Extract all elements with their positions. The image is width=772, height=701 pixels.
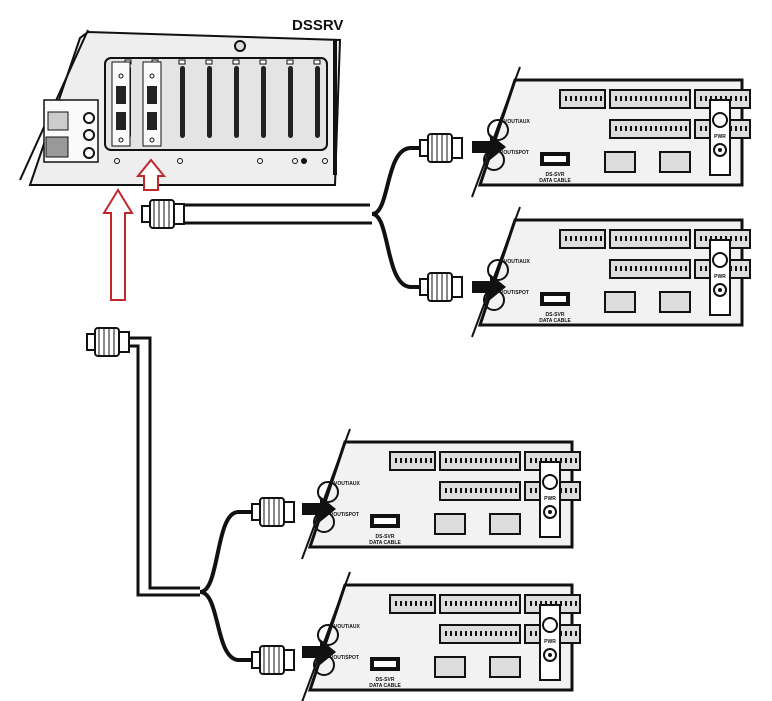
device-label-data-cable-line1: DS-SVR [376,677,395,683]
device-label-data-cable-line2: DATA CABLE [539,318,571,324]
device-label-vout-spot: VOUT/SPOT [500,290,529,296]
dssrv-server: DSSRV [19,17,343,186]
device-insert-arrow-icon [302,639,336,665]
device-insert-arrow-icon [472,134,506,160]
server-label: DSSRV [292,17,343,34]
device-insert-arrow-icon [302,496,336,522]
device-label-power: PWR [544,496,556,502]
device-connector-2 [419,272,463,302]
server-connector-lower [86,327,130,357]
device-connector-1 [419,133,463,163]
device-label-power: PWR [714,274,726,280]
device-label-data-cable-line2: DATA CABLE [369,683,401,689]
device-connector-3 [251,497,295,527]
device-label-vout-spot: VOUT/SPOT [500,150,529,156]
device-label-vout-aux: VOUT/AUX [334,481,361,487]
device-insert-arrow-icon [472,274,506,300]
device-label-vout-spot: VOUT/SPOT [330,512,359,518]
device-label-power: PWR [714,134,726,140]
device-connector-4 [251,645,295,675]
device-label-power: PWR [544,639,556,645]
device-label-vout-spot: VOUT/SPOT [330,655,359,661]
device-label-data-cable-line1: DS-SVR [376,534,395,540]
insert-arrow-long-icon [102,188,134,301]
upper-cable [180,146,425,289]
lower-cable [130,336,255,662]
device-label-data-cable-line1: DS-SVR [546,312,565,318]
insert-arrow-short-icon [135,158,167,191]
device-label-vout-aux: VOUT/AUX [504,119,531,125]
device-label-vout-aux: VOUT/AUX [504,259,531,265]
device-label-vout-aux: VOUT/AUX [334,624,361,630]
device-label-data-cable-line2: DATA CABLE [369,540,401,546]
device-label-data-cable-line2: DATA CABLE [539,178,571,184]
device-label-data-cable-line1: DS-SVR [546,172,565,178]
server-connector-upper [141,199,185,229]
